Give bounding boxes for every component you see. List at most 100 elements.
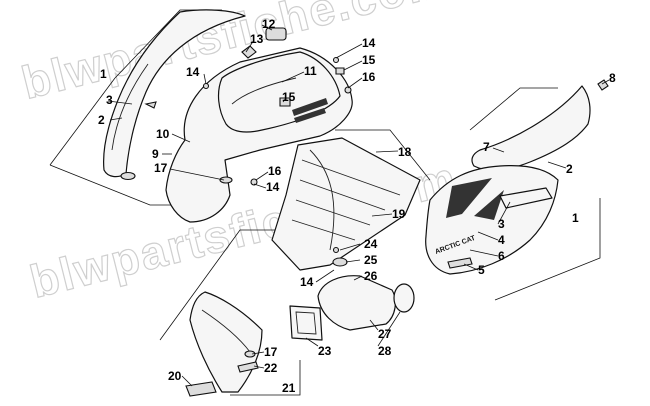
leader-17b bbox=[251, 351, 265, 355]
callout-17a: 17 bbox=[154, 161, 168, 175]
leader-24 bbox=[339, 243, 361, 251]
grommet-25 bbox=[332, 257, 348, 267]
screw-24 bbox=[332, 246, 340, 254]
left-panel-crease bbox=[111, 63, 149, 151]
nose-shell-21 bbox=[189, 291, 263, 393]
callout-14b: 14 bbox=[362, 36, 376, 50]
left-panel-clip bbox=[144, 101, 157, 109]
bracket-lower-bottom bbox=[230, 360, 301, 396]
grommet-17a bbox=[219, 176, 233, 184]
air-duct bbox=[289, 275, 415, 341]
leader-16b bbox=[255, 171, 269, 181]
callout-11: 11 bbox=[304, 64, 317, 78]
callouts: 1 3 2 10 9 17 12 13 14 11 15 14 15 16 8 … bbox=[98, 17, 616, 395]
leader-14c bbox=[253, 183, 267, 189]
nut-16b bbox=[250, 178, 258, 186]
fastener-14b bbox=[332, 56, 340, 64]
callout-21: 21 bbox=[282, 381, 296, 395]
bracket-15b bbox=[335, 67, 345, 75]
callout-1a: 1 bbox=[100, 67, 107, 81]
callout-2b: 2 bbox=[566, 162, 573, 176]
callout-26: 26 bbox=[364, 269, 378, 283]
callout-14c: 14 bbox=[266, 180, 280, 194]
callout-10: 10 bbox=[156, 127, 170, 141]
callout-3b: 3 bbox=[498, 217, 505, 231]
decal-5 bbox=[447, 257, 473, 269]
decal-3b bbox=[499, 187, 553, 209]
leader-15a bbox=[282, 97, 287, 103]
callout-12: 12 bbox=[262, 17, 276, 31]
main-hood bbox=[165, 27, 353, 223]
callout-25: 25 bbox=[364, 253, 378, 267]
callout-16b: 16 bbox=[268, 164, 282, 178]
leader-3b bbox=[497, 201, 511, 225]
lower-nose bbox=[185, 291, 263, 397]
leader-14d bbox=[315, 269, 335, 283]
hood-vent-slots bbox=[292, 98, 328, 123]
bracket-side-top bbox=[469, 87, 558, 131]
leader-22 bbox=[253, 365, 265, 369]
leader-25 bbox=[345, 259, 361, 263]
callout-7: 7 bbox=[483, 140, 490, 154]
duct-body-27 bbox=[317, 275, 396, 331]
callout-22: 22 bbox=[264, 361, 278, 375]
tray-divider bbox=[309, 149, 335, 251]
duct-seal-inner bbox=[295, 311, 317, 335]
callout-15b: 15 bbox=[362, 53, 376, 67]
callout-5: 5 bbox=[478, 263, 485, 277]
nut-16a bbox=[344, 86, 352, 94]
leader-2a bbox=[109, 117, 123, 121]
leader-6 bbox=[469, 249, 499, 257]
bracket-tray-top bbox=[335, 129, 431, 181]
callout-3a: 3 bbox=[106, 93, 113, 107]
callout-8: 8 bbox=[609, 71, 616, 85]
bracket-side-right bbox=[494, 198, 601, 301]
leader-19 bbox=[371, 213, 393, 217]
left-side-panel bbox=[103, 9, 246, 181]
left-panel-shell bbox=[103, 9, 246, 178]
leader-15b bbox=[343, 60, 363, 71]
leader-18 bbox=[375, 150, 399, 153]
callout-20: 20 bbox=[168, 369, 182, 383]
callout-14d: 14 bbox=[300, 275, 314, 289]
tray-ribs bbox=[291, 159, 401, 241]
fastener-14a bbox=[202, 82, 210, 90]
leader-4 bbox=[477, 231, 499, 241]
bracket-lower-left bbox=[159, 229, 275, 341]
tray-shell bbox=[271, 137, 421, 271]
leader-27 bbox=[369, 319, 379, 331]
clip-8 bbox=[597, 79, 609, 91]
group-brackets bbox=[49, 9, 601, 396]
right-side-panel: ARCTIC CAT bbox=[425, 79, 609, 275]
callout-15a: 15 bbox=[282, 90, 296, 104]
nose-crease bbox=[201, 309, 251, 353]
right-panel-graphic bbox=[446, 178, 504, 220]
leader-3a bbox=[107, 100, 133, 105]
callout-1b: 1 bbox=[572, 211, 579, 225]
bracket-hood-left-side bbox=[49, 77, 116, 166]
leader-26 bbox=[353, 275, 363, 281]
callout-18: 18 bbox=[398, 145, 412, 159]
leader-7 bbox=[492, 147, 505, 153]
nose-plate-22 bbox=[237, 361, 259, 373]
leader-13 bbox=[245, 39, 255, 53]
callout-9: 9 bbox=[152, 147, 159, 161]
hood-clip-13 bbox=[241, 45, 257, 59]
right-panel-upper bbox=[471, 85, 591, 171]
leader-17a bbox=[169, 168, 225, 181]
leader-16a bbox=[347, 77, 363, 89]
leader-lines bbox=[107, 24, 610, 387]
leader-12 bbox=[261, 24, 273, 31]
callout-17b: 17 bbox=[264, 345, 278, 359]
callout-19: 19 bbox=[392, 207, 406, 221]
callout-13: 13 bbox=[250, 32, 264, 46]
callout-2a: 2 bbox=[98, 113, 105, 127]
leader-8 bbox=[601, 79, 610, 85]
leader-14a bbox=[203, 73, 207, 85]
callout-4: 4 bbox=[498, 233, 505, 247]
callout-27: 27 bbox=[378, 327, 392, 341]
leader-20 bbox=[181, 375, 193, 387]
leader-14b bbox=[335, 43, 363, 59]
